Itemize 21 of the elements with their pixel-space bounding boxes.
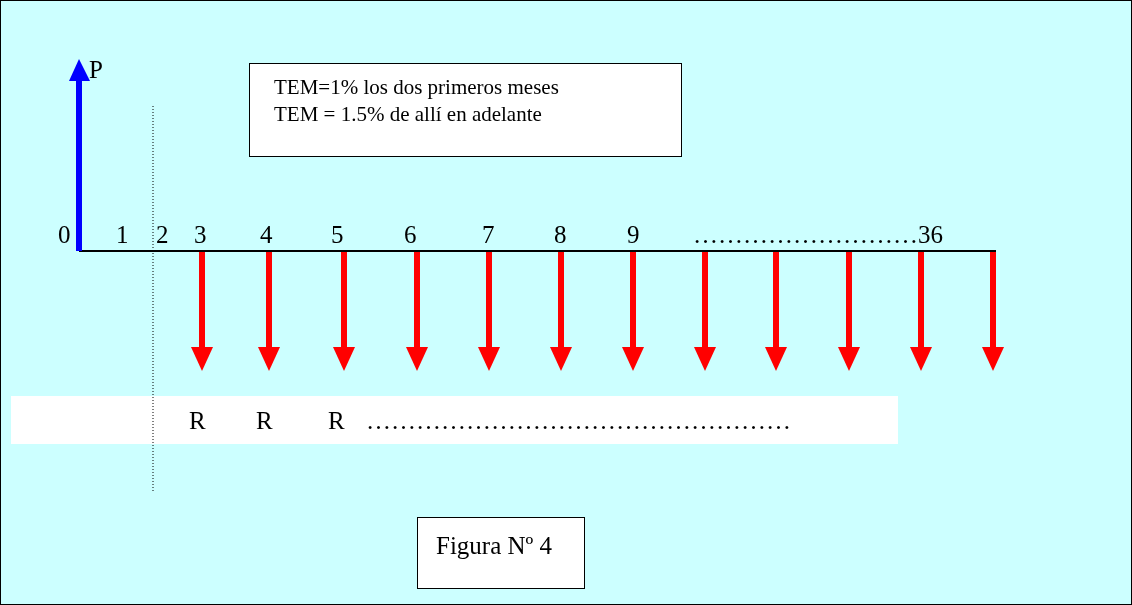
ellipsis-dots: …………………………………………… — [366, 407, 791, 435]
payment-label: R — [189, 407, 206, 435]
period-number: 2 — [156, 221, 169, 249]
period-number: 7 — [482, 221, 495, 249]
payment-label: R — [328, 407, 345, 435]
period-number: 4 — [260, 221, 273, 249]
period-number: 3 — [194, 221, 207, 249]
period-number: 6 — [404, 221, 417, 249]
period-number: 9 — [627, 221, 640, 249]
note-text: TEM=1% los dos primeros meses — [274, 74, 560, 101]
figure-caption-box — [417, 517, 585, 589]
period-number: 0 — [58, 221, 71, 249]
payment-label: R — [256, 407, 273, 435]
note-text: TEM = 1.5% de allí en adelante — [274, 101, 543, 128]
period-number: 5 — [331, 221, 344, 249]
period-number: ………………………36 — [693, 221, 943, 249]
note-box — [249, 63, 682, 157]
period-number: 8 — [554, 221, 567, 249]
axis-label: P — [89, 56, 103, 84]
period-number: 1 — [116, 221, 129, 249]
caption-text: Figura Nº 4 — [436, 531, 554, 561]
